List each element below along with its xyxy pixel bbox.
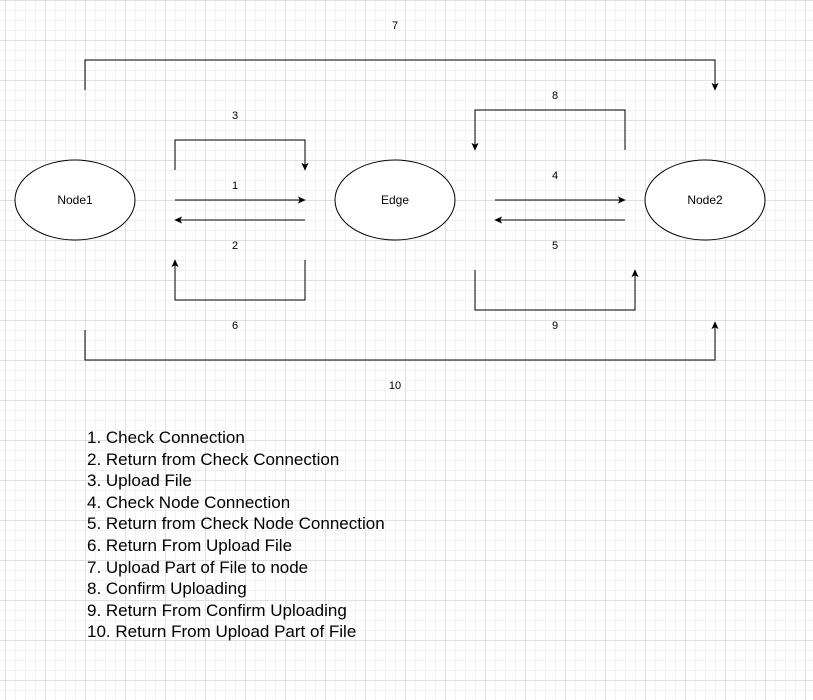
connector-6-line — [171, 259, 306, 301]
connector-10[interactable]: 10 — [84, 321, 719, 392]
node-edge[interactable]: Edge — [334, 159, 456, 241]
connector-4[interactable]: 4 — [495, 170, 626, 204]
connector-7-line — [84, 59, 719, 91]
node-node1-shape — [14, 159, 136, 241]
legend-item: 2. Return from Check Connection — [87, 449, 340, 469]
connector-6-label: 6 — [232, 320, 238, 332]
connector-7[interactable]: 7 — [84, 20, 719, 91]
connector-7-label: 7 — [392, 20, 398, 32]
connector-1-label: 1 — [232, 180, 238, 192]
legend-item: 3. Upload File — [87, 471, 192, 491]
connector-1[interactable]: 1 — [175, 180, 306, 204]
connector-2-label: 2 — [232, 240, 238, 252]
connector-10-label: 10 — [389, 380, 401, 392]
connector-8-label: 8 — [552, 90, 558, 102]
legend-item: 5. Return from Check Node Connection — [87, 514, 385, 534]
legend-item: 8. Confirm Uploading — [87, 579, 247, 599]
node-node2-label: Node2 — [687, 193, 723, 207]
node-edge-label: Edge — [381, 193, 409, 207]
connector-9[interactable]: 9 — [474, 269, 639, 332]
connector-6[interactable]: 6 — [171, 259, 306, 332]
node-node1-label: Node1 — [57, 193, 93, 207]
connector-2[interactable]: 2 — [174, 216, 305, 252]
legend-list: 1. Check Connection 2. Return from Check… — [87, 427, 567, 643]
legend-item: 10. Return From Upload Part of File — [87, 622, 357, 642]
legend-item: 4. Check Node Connection — [87, 492, 291, 512]
connector-3-label: 3 — [232, 110, 238, 122]
node-node2[interactable]: Node2 — [644, 159, 766, 241]
connector-8-line — [471, 109, 626, 151]
node-node1[interactable]: Node1 — [14, 159, 136, 241]
diagram-canvas: Node1 Edge Node2 1 2 3 4 5 6 7 8 — [14, 20, 766, 392]
legend-item: 7. Upload Part of File to node — [87, 557, 309, 577]
connector-9-label: 9 — [552, 320, 558, 332]
connector-8[interactable]: 8 — [471, 90, 626, 151]
legend-item: 9. Return From Confirm Uploading — [87, 600, 347, 620]
connector-4-label: 4 — [552, 170, 558, 182]
node-node2-shape — [644, 159, 766, 241]
node-edge-shape — [334, 159, 456, 241]
legend-item: 6. Return From Upload File — [87, 535, 293, 555]
connector-3-line — [174, 139, 309, 171]
connector-5-label: 5 — [552, 240, 558, 252]
connector-10-line — [84, 321, 719, 361]
connector-5[interactable]: 5 — [494, 216, 625, 252]
legend-item: 1. Check Connection — [87, 428, 245, 447]
connector-3[interactable]: 3 — [174, 110, 309, 171]
connector-9-line — [474, 269, 639, 311]
